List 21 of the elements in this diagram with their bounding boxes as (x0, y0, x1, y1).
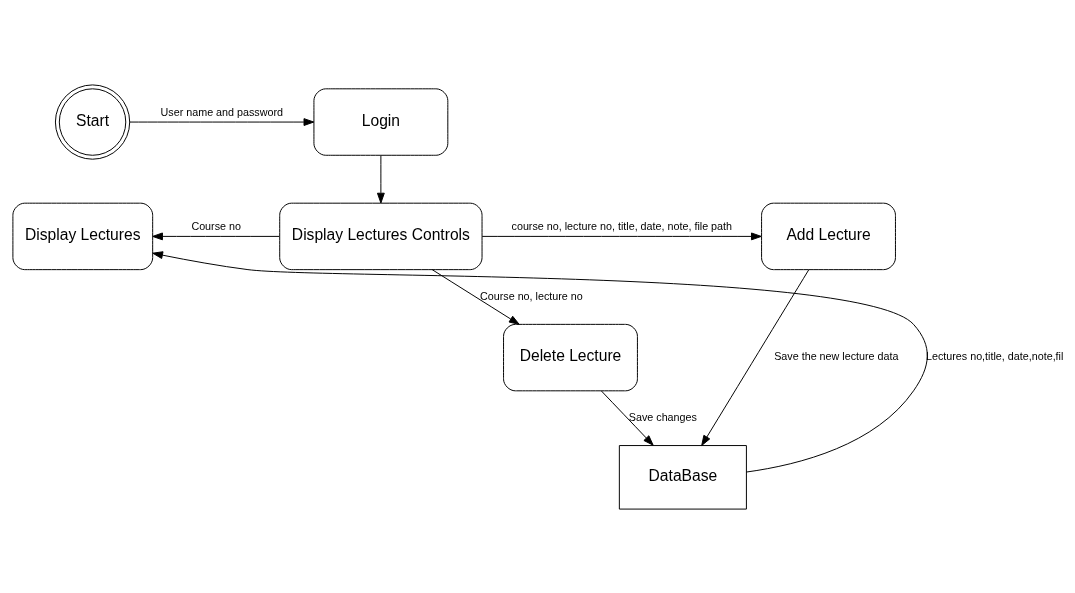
edge-label: Course no (191, 219, 241, 232)
node-box: Login (313, 87, 449, 156)
edge-label: Course no, lecture no (480, 289, 583, 302)
edge-label: User name and password (160, 105, 284, 118)
arrow (152, 232, 280, 240)
arrow (129, 117, 315, 126)
node-box: Display Lectures (12, 202, 154, 270)
node-circle: Start (54, 83, 131, 160)
node-box: Add Lecture (761, 202, 896, 270)
arrow (481, 232, 762, 240)
arrow (376, 154, 385, 203)
arrow (431, 268, 520, 325)
edge-label: course no, lecture no, title, date, note, file path (511, 219, 733, 232)
node-box: Delete Lecture (503, 323, 638, 391)
edge-label: Save the new lecture data (774, 349, 899, 362)
node-box: DataBase (618, 444, 747, 510)
node-box: Display Lectures Controls (279, 202, 483, 270)
arrow (701, 268, 810, 446)
arrow (152, 250, 928, 473)
arrow (601, 390, 654, 446)
edge-label: Save changes (628, 410, 697, 423)
